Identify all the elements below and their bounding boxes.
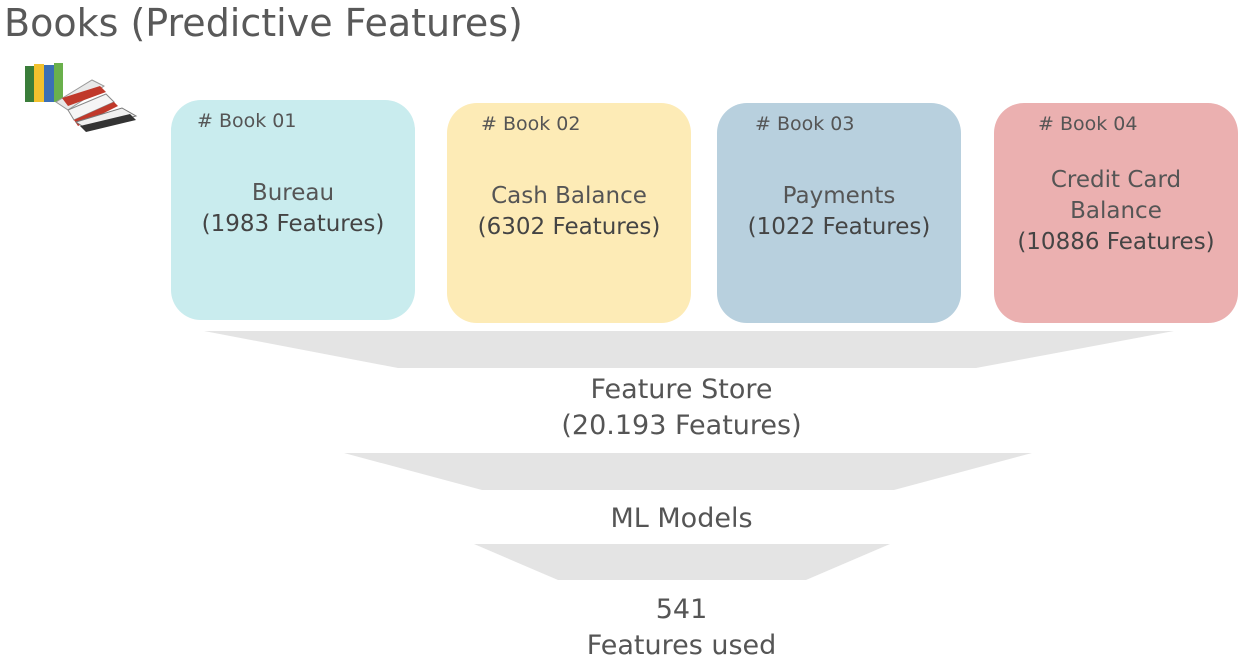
book-feature-count: (6302 Features) xyxy=(477,214,661,240)
books-stack-icon xyxy=(25,63,138,132)
book-tag: # Book 01 xyxy=(197,110,297,132)
funnel-segment-3 xyxy=(474,544,890,580)
book-tag: # Book 04 xyxy=(1038,113,1138,135)
book-card-02: # Book 02 Cash Balance (6302 Features) xyxy=(447,103,691,323)
stage-count: (20.193 Features) xyxy=(561,410,802,441)
stage-title: Feature Store xyxy=(590,374,773,405)
stage-title: Features used xyxy=(586,630,777,661)
book-feature-count: (1983 Features) xyxy=(201,211,385,237)
page-title: Books (Predictive Features) xyxy=(4,1,523,45)
funnel-segment-1 xyxy=(204,331,1174,368)
book-feature-count: (1022 Features) xyxy=(747,214,931,240)
stage-count: 541 xyxy=(655,594,708,625)
book-card-01: # Book 01 Bureau (1983 Features) xyxy=(171,100,415,320)
book-tag: # Book 03 xyxy=(755,113,855,135)
book-card-04: # Book 04 Credit Card Balance (10886 Fea… xyxy=(994,103,1238,323)
book-name: Cash Balance xyxy=(491,183,647,209)
funnel-segment-2 xyxy=(344,453,1032,490)
feature-store-label: Feature Store (20.193 Features) xyxy=(0,372,1253,444)
book-name: Bureau xyxy=(251,180,335,206)
book-feature-count: (10886 Features) xyxy=(1017,229,1215,255)
book-name: Credit Card Balance xyxy=(1050,167,1182,224)
stage-title: ML Models xyxy=(610,503,753,534)
features-used-label: 541 Features used xyxy=(0,592,1253,664)
book-tag: # Book 02 xyxy=(481,113,581,135)
book-name: Payments xyxy=(782,183,896,209)
ml-models-label: ML Models xyxy=(0,501,1253,537)
book-card-03: # Book 03 Payments (1022 Features) xyxy=(717,103,961,323)
